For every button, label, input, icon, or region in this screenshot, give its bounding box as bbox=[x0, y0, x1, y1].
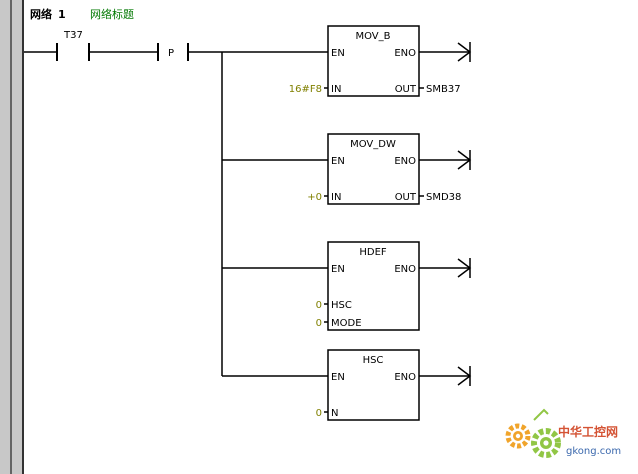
pin-eno: ENO bbox=[394, 156, 416, 167]
pin-en: EN bbox=[331, 264, 345, 275]
gear-icon bbox=[505, 423, 531, 449]
operand-in[interactable]: +0 bbox=[307, 192, 322, 203]
block-name: MOV_DW bbox=[350, 139, 396, 150]
contact-t37[interactable]: T37 bbox=[56, 30, 90, 61]
operand-hsc[interactable]: 0 bbox=[316, 300, 322, 311]
network-label: 网络 bbox=[30, 7, 52, 21]
pin-hsc: HSC bbox=[331, 300, 352, 311]
operand-n[interactable]: 0 bbox=[316, 408, 322, 419]
operand-out[interactable]: SMD38 bbox=[426, 192, 461, 203]
network-number: 1 bbox=[58, 8, 66, 21]
pin-out: OUT bbox=[395, 84, 417, 95]
block-name: HDEF bbox=[359, 247, 387, 258]
eno-arrow-icon bbox=[457, 42, 472, 62]
pin-in: IN bbox=[331, 84, 341, 95]
block-hdef[interactable]: HDEF EN ENO HSC MODE bbox=[327, 241, 420, 331]
pin-eno: ENO bbox=[394, 372, 416, 383]
network-title[interactable]: 网络标题 bbox=[90, 7, 134, 21]
eno-arrow-icon bbox=[457, 258, 472, 278]
pin-n: N bbox=[331, 408, 338, 419]
block-box bbox=[327, 133, 420, 205]
pin-eno: ENO bbox=[394, 48, 416, 59]
block-mov-dw[interactable]: MOV_DW EN ENO IN OUT bbox=[327, 133, 420, 205]
block-box bbox=[327, 25, 420, 97]
gear-icon bbox=[531, 428, 561, 458]
pin-in: IN bbox=[331, 192, 341, 203]
watermark-cn: 中华工控网 bbox=[558, 424, 618, 439]
pin-out: OUT bbox=[395, 192, 417, 203]
operand-mode[interactable]: 0 bbox=[316, 318, 322, 329]
watermark-logo: 中华工控网 gkong.com bbox=[505, 408, 621, 458]
block-box bbox=[327, 241, 420, 331]
power-rail-bg bbox=[0, 0, 24, 474]
edge-detector-p[interactable]: P bbox=[157, 43, 189, 61]
eno-arrow-icon bbox=[457, 366, 472, 386]
edge-label: P bbox=[168, 48, 174, 59]
pin-en: EN bbox=[331, 372, 345, 383]
pin-mode: MODE bbox=[331, 318, 362, 329]
block-box bbox=[327, 349, 420, 421]
wrench-icon bbox=[533, 408, 549, 421]
eno-arrow-icon bbox=[457, 150, 472, 170]
contact-label: T37 bbox=[63, 30, 83, 41]
pin-en: EN bbox=[331, 156, 345, 167]
block-name: HSC bbox=[363, 355, 384, 366]
operand-out[interactable]: SMB37 bbox=[426, 84, 461, 95]
block-hsc[interactable]: HSC EN ENO N bbox=[327, 349, 420, 421]
block-name: MOV_B bbox=[355, 31, 390, 42]
pin-en: EN bbox=[331, 48, 345, 59]
operand-in[interactable]: 16#F8 bbox=[289, 84, 322, 95]
block-mov-b[interactable]: MOV_B EN ENO IN OUT bbox=[327, 25, 420, 97]
watermark-en: gkong.com bbox=[566, 446, 621, 457]
pin-eno: ENO bbox=[394, 264, 416, 275]
